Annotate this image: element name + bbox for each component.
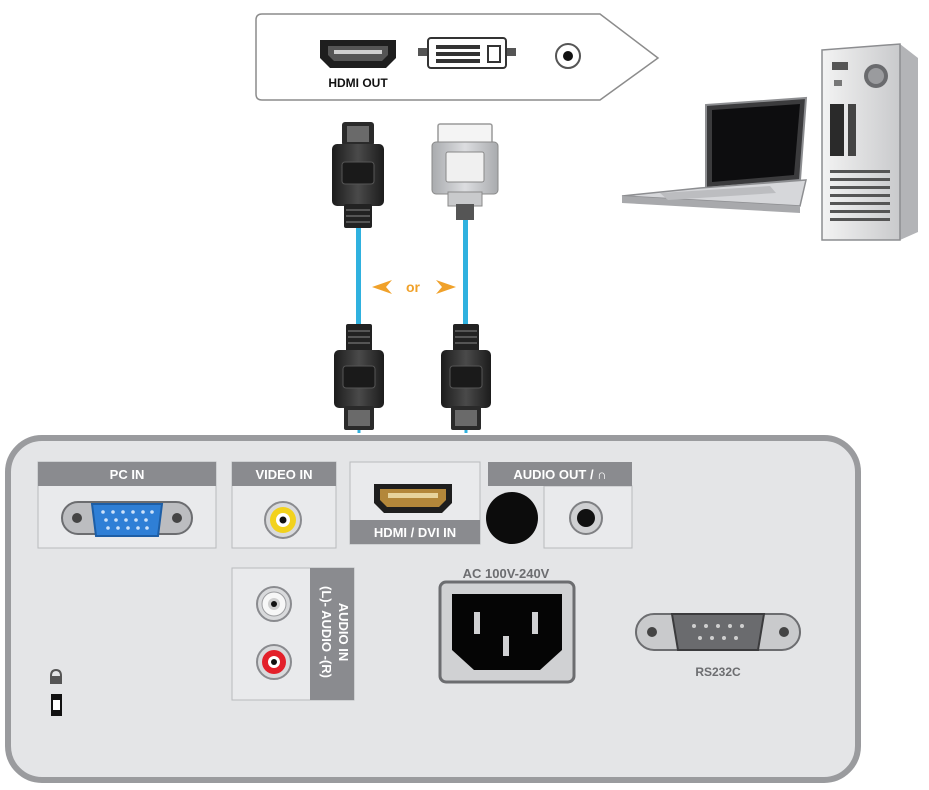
dvi-plug-icon — [431, 123, 499, 220]
hdmi-dvi-in-section: HDMI / DVI IN — [349, 461, 481, 545]
rca-red-icon — [256, 644, 292, 680]
video-in-label: VIDEO IN — [255, 467, 312, 482]
hdmi-out-label: HDMI OUT — [328, 76, 388, 90]
ac-power-label: AC 100V-240V — [463, 566, 550, 581]
hdmi-plug-icon — [332, 122, 384, 228]
hdmi-plug-lower-left — [334, 324, 384, 430]
dvi-cable — [463, 220, 468, 326]
hdmi-in-port-icon — [374, 484, 452, 513]
power-socket-icon — [438, 580, 576, 684]
or-indicator: or — [372, 279, 456, 295]
pc-in-label: PC IN — [110, 467, 145, 482]
rs232-port-icon — [635, 613, 801, 651]
laptop-icon — [621, 96, 808, 213]
vga-port-icon — [61, 501, 193, 537]
audio-lr-label: (L)- AUDIO -(R) — [319, 586, 334, 678]
lock-icon — [50, 668, 62, 716]
audio-in-section: AUDIO IN (L)- AUDIO -(R) — [231, 567, 355, 701]
headphone-jack-icon — [569, 501, 603, 535]
rs232c-section: RS232C — [635, 613, 801, 679]
or-label: or — [406, 279, 421, 295]
ac-power-section: AC 100V-240V — [438, 566, 576, 684]
hdmi-cable — [356, 228, 361, 326]
hdmi-plug-lower-right — [441, 324, 491, 430]
dvi-port-icon — [418, 37, 516, 69]
rca-yellow-icon — [264, 501, 302, 539]
audio-jack-icon — [555, 43, 581, 69]
rca-white-icon — [256, 586, 292, 622]
audio-in-label: AUDIO IN — [336, 603, 351, 662]
pc-in-section: PC IN — [37, 461, 217, 549]
rs232c-label: RS232C — [695, 665, 741, 679]
hdmi-port-icon — [320, 40, 396, 68]
source-card: HDMI OUT — [255, 13, 660, 101]
audio-out-section: AUDIO OUT / ∩ — [486, 462, 633, 549]
arrow-left-icon — [372, 280, 392, 294]
video-in-section: VIDEO IN — [231, 461, 337, 549]
cables: or — [332, 122, 499, 484]
arrow-right-icon — [436, 280, 456, 294]
hdmi-dvi-in-label: HDMI / DVI IN — [374, 525, 456, 540]
desktop-tower-icon — [821, 43, 918, 241]
sensor-window — [486, 492, 538, 544]
projector-panel: PC IN VIDEO IN — [5, 435, 861, 783]
audio-out-label: AUDIO OUT / ∩ — [513, 467, 606, 482]
